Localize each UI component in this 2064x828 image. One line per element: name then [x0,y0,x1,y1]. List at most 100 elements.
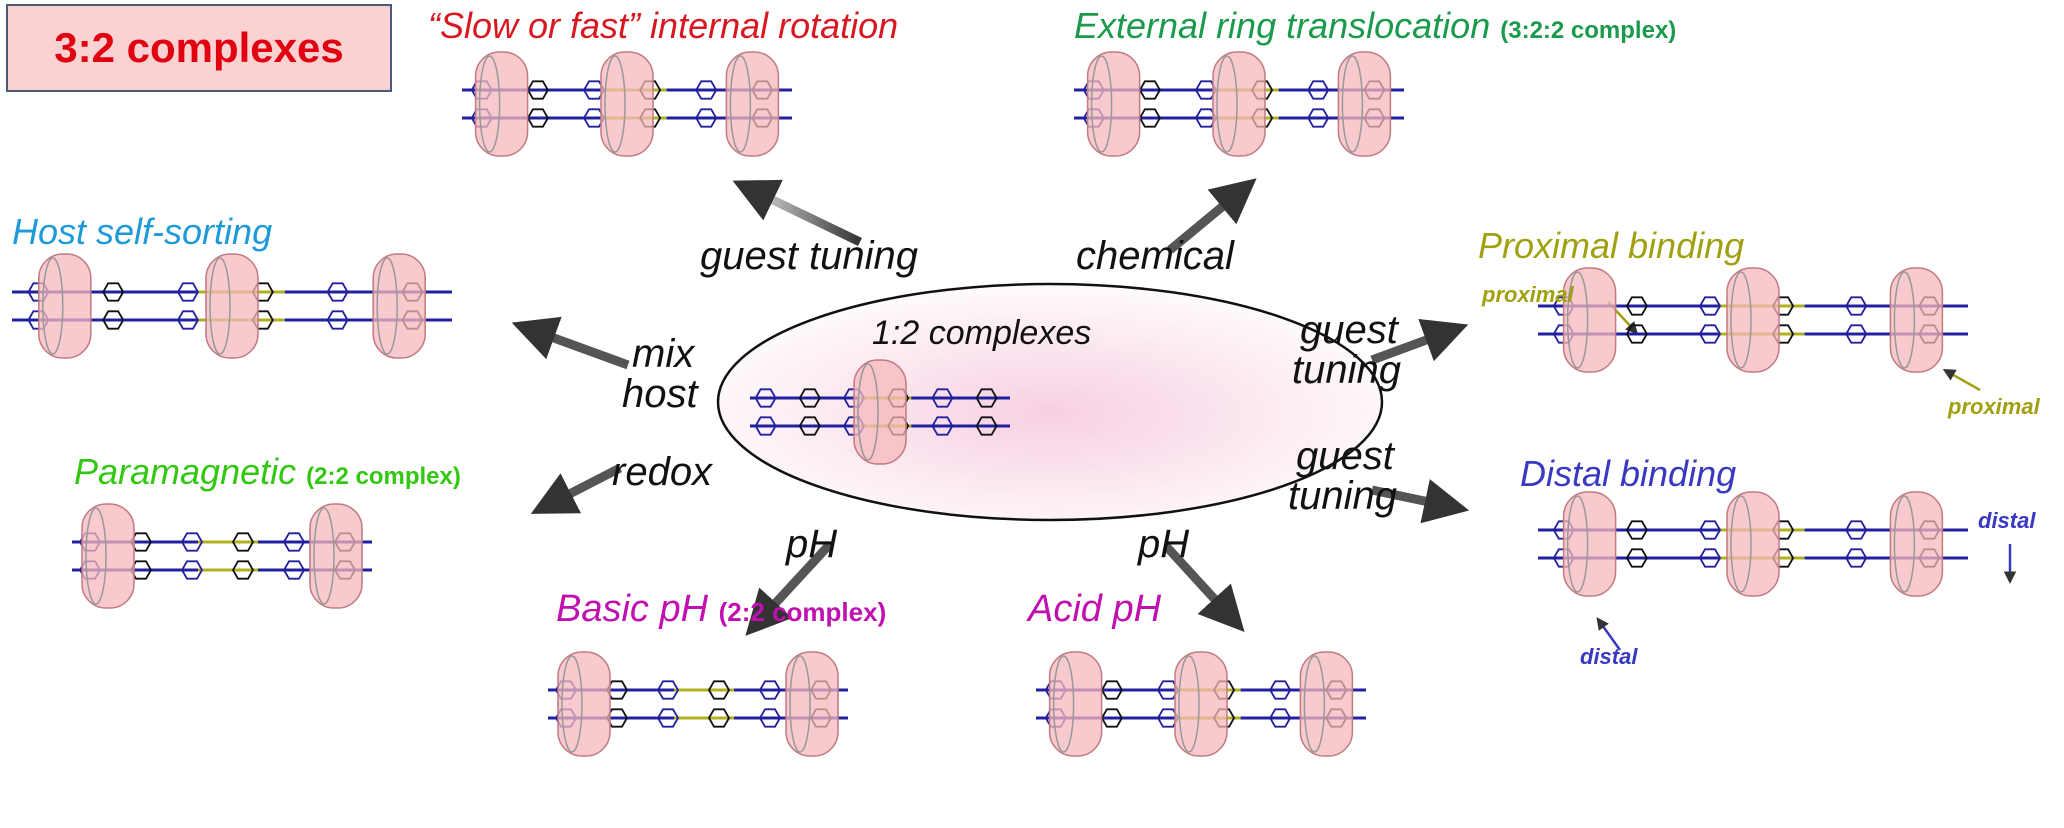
aromatic-ring [1625,520,1648,540]
macrocycle-rim [42,257,64,355]
figure-title-box: 3:2 complexes [6,4,392,92]
aromatic-ring [582,108,606,128]
macrocycle-ring [1212,51,1266,157]
basic-ph-title-wrap: Basic pH (2:2 complex) [556,590,886,628]
arrow-to-paramagnetic [530,463,623,514]
macrocycle-rim [85,507,107,605]
structure-proximal-binding [1538,267,1968,373]
aromatic-ring [326,282,349,302]
macrocycle-ring [1086,51,1141,157]
proximal-tag-2: proximal [1948,394,2040,419]
structure-slow-fast-rotation [462,51,792,157]
macrocycle-ring [1889,267,1944,373]
arrow-to-distal [1371,479,1470,524]
aromatic-ring [931,388,954,408]
proximal-tag-1: proximal [1482,282,1574,307]
macrocycle-ring [309,503,363,609]
translocation-subtitle: (3:2:2 complex) [1500,17,1677,44]
aromatic-ring [1156,708,1180,728]
aromatic-ring [1194,80,1218,100]
aromatic-ring [656,708,680,728]
paramagnetic-subtitle: (2:2 complex) [306,463,461,490]
macrocycle-rim [1730,271,1752,369]
aromatic-ring [656,680,680,700]
aromatic-ring [1698,520,1722,540]
distal-pointer-2 [1596,617,1622,651]
aromatic-ring [707,680,731,700]
arrow-to-translocation [1167,178,1257,254]
structure-center-complex [750,359,1010,465]
aromatic-ring [180,532,204,552]
macrocycle-rim [1566,271,1589,369]
aromatic-ring [102,310,125,330]
macrocycle-rim [376,257,398,355]
paramagnetic-title: Paramagnetic [74,451,297,492]
aromatic-ring [1698,324,1722,344]
arrows [511,178,1470,636]
macrocycle-ring [1726,267,1780,373]
aromatic-ring [1156,680,1180,700]
macrocycle-ring [600,51,654,157]
macrocycle-ring [1562,267,1617,373]
macrocycle-ring [474,51,529,157]
aromatic-ring [1269,680,1292,700]
macrocycle-ring [1174,651,1228,757]
macrocycle-rim [729,55,752,153]
aromatic-ring [180,560,204,580]
macrocycle-rim [1090,55,1113,153]
structure-paramagnetic [72,503,372,609]
macrocycle-ring [1299,651,1354,757]
macrocycle-rim [209,257,231,355]
macrocycle-rim [1893,495,1916,593]
macrocycle-ring [853,359,907,465]
macrocycle-ring [725,51,780,157]
guest-tuning-label-top: guest tuning [700,234,918,278]
tuning-label-lower: tuning [1288,474,1397,518]
arrow-to-acid-ph [1162,542,1245,632]
ph-label-left: pH [786,522,838,566]
aromatic-ring [102,282,125,302]
macrocycle-rim [1730,495,1752,593]
ph-label-right: pH [1138,522,1190,566]
macrocycle-ring [557,651,611,757]
aromatic-ring [1269,708,1292,728]
aromatic-ring [1845,548,1868,568]
distal-title: Distal binding [1520,453,1737,494]
aromatic-ring [1845,520,1868,540]
aromatic-ring [798,388,821,408]
macrocycle-rim [1341,55,1364,153]
structure-basic-ph [548,651,848,757]
aromatic-ring [1625,324,1648,344]
acid-ph-title: Acid pH [1028,588,1162,630]
macrocycle-ring [785,651,839,757]
guest-label-lower: guest [1296,434,1394,478]
arrow-to-self-sorting [511,316,630,370]
macrocycle-rim [1052,655,1075,753]
aromatic-ring [582,80,606,100]
macrocycle-ring [1337,51,1392,157]
structure-acid-ph [1036,651,1366,757]
aromatic-ring [707,708,731,728]
distal-tag-2: distal [1580,644,1638,669]
macrocycle-rim [1566,495,1589,593]
aromatic-ring [1698,548,1722,568]
aromatic-ring [754,416,777,436]
aromatic-ring [176,310,200,330]
aromatic-ring [798,416,821,436]
aromatic-ring [695,108,718,128]
proximal-title: Proximal binding [1478,225,1745,266]
aromatic-ring [1625,296,1648,316]
aromatic-ring [695,80,718,100]
macrocycle-rim [1216,55,1238,153]
aromatic-ring [758,708,782,728]
macrocycle-rim [857,363,879,461]
aromatic-ring [975,416,998,436]
macrocycle-ring [1562,491,1617,597]
paramagnetic-title-wrap: Paramagnetic (2:2 complex) [74,454,461,490]
macrocycle-ring [81,503,135,609]
aromatic-ring [1845,324,1868,344]
proximal-pointer-2 [1942,369,1981,392]
aromatic-ring [1845,296,1868,316]
aromatic-ring [282,560,306,580]
macrocycle-rim [1303,655,1326,753]
